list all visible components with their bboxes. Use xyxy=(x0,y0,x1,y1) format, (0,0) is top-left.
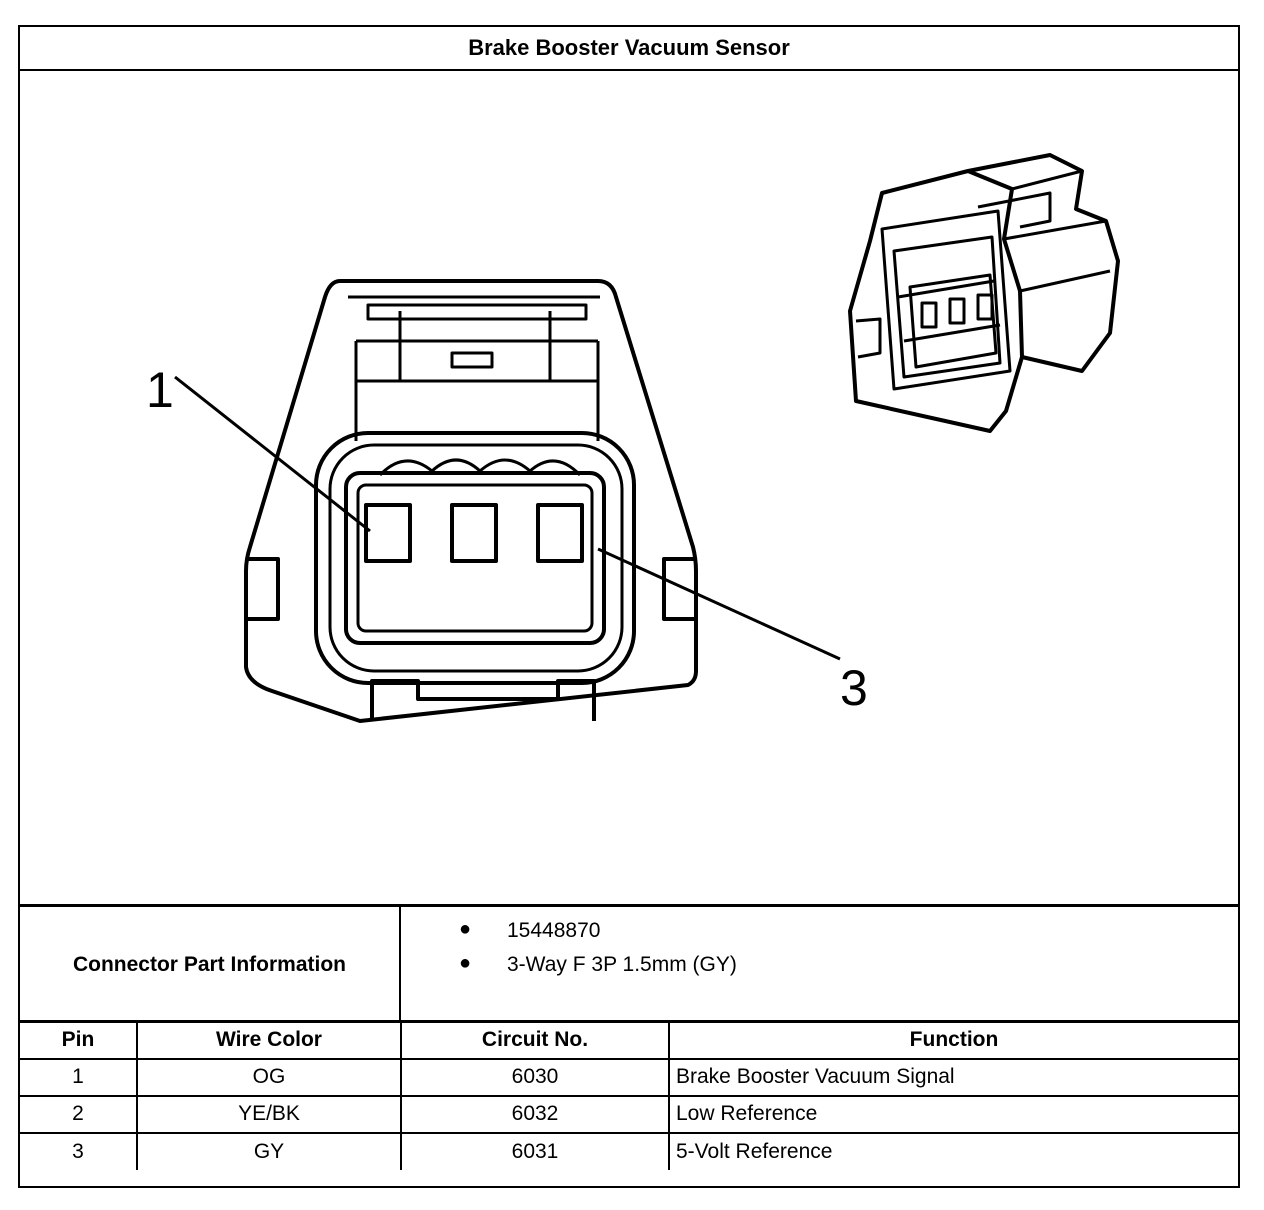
header-function: Function xyxy=(668,1020,1238,1060)
pinout-table: Pin Wire Color Circuit No. Function 1 OG… xyxy=(20,1020,1238,1170)
pin-1-label: 1 xyxy=(146,362,174,418)
pin-cell: 2 xyxy=(20,1094,138,1134)
connector-isometric-drawing xyxy=(848,153,1120,433)
pin1-leader-line xyxy=(174,375,371,533)
bullet-icon: ● xyxy=(459,952,472,974)
table-row: 1 OG 6030 Brake Booster Vacuum Signal xyxy=(20,1057,1238,1097)
function-cell: Low Reference xyxy=(668,1094,1238,1134)
circuit-no-cell: 6030 xyxy=(400,1057,670,1097)
table-row: 3 GY 6031 5-Volt Reference xyxy=(20,1131,1238,1170)
bullet-icon: ● xyxy=(459,918,472,940)
connector-part-info-label: Connector Part Information xyxy=(20,907,401,1022)
connector-sheet: Brake Booster Vacuum Sensor xyxy=(18,25,1240,1188)
header-pin: Pin xyxy=(20,1020,138,1060)
pin3-leader-line xyxy=(597,547,841,661)
function-cell: 5-Volt Reference xyxy=(668,1131,1238,1170)
connector-face-view: 1 3 xyxy=(146,153,1120,723)
sheet-title: Brake Booster Vacuum Sensor xyxy=(20,27,1238,71)
connector-part-info: Connector Part Information ● 15448870 ● … xyxy=(20,904,1238,1022)
pin-cell: 1 xyxy=(20,1057,138,1097)
header-wire-color: Wire Color xyxy=(136,1020,402,1060)
circuit-no-cell: 6031 xyxy=(400,1131,670,1170)
wire-color-cell: GY xyxy=(136,1131,402,1170)
connector-part-info-list: ● 15448870 ● 3-Way F 3P 1.5mm (GY) xyxy=(401,907,1238,1022)
table-header-row: Pin Wire Color Circuit No. Function xyxy=(20,1020,1238,1060)
pin-cell: 3 xyxy=(20,1131,138,1170)
connector-face-drawing xyxy=(244,279,698,723)
wire-color-cell: OG xyxy=(136,1057,402,1097)
wire-color-cell: YE/BK xyxy=(136,1094,402,1134)
connector-description: 3-Way F 3P 1.5mm (GY) xyxy=(507,953,737,976)
connector-diagram: 1 3 xyxy=(20,71,1238,907)
table-row: 2 YE/BK 6032 Low Reference xyxy=(20,1094,1238,1134)
part-number: 15448870 xyxy=(507,919,601,942)
function-cell: Brake Booster Vacuum Signal xyxy=(668,1057,1238,1097)
pin-3-label: 3 xyxy=(840,660,868,716)
header-circuit-no: Circuit No. xyxy=(400,1020,670,1060)
circuit-no-cell: 6032 xyxy=(400,1094,670,1134)
